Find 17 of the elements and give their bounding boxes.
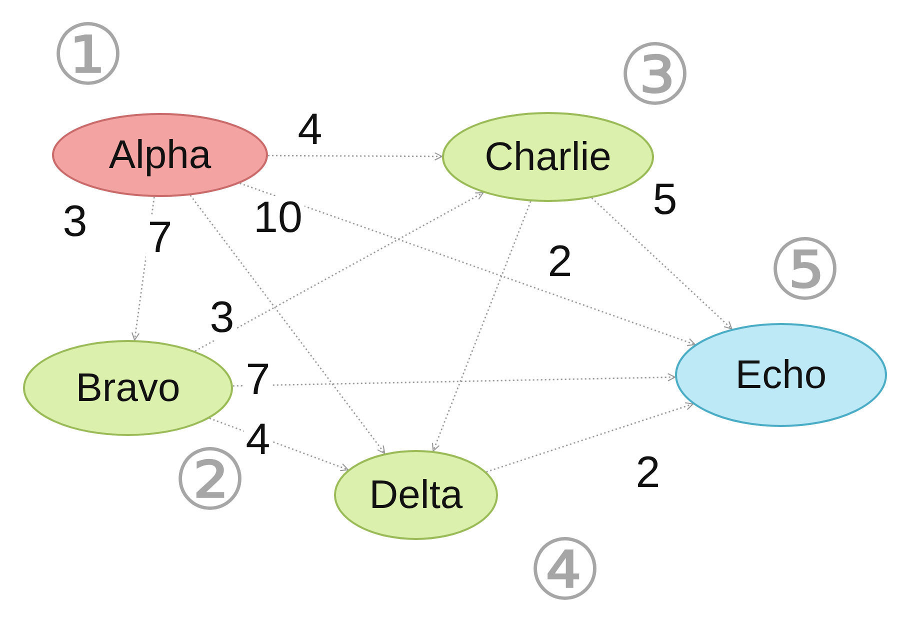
arrow bbox=[486, 402, 694, 473]
arrow bbox=[591, 197, 732, 330]
arrow bbox=[190, 194, 386, 454]
node-label: Bravo bbox=[76, 366, 180, 410]
node-label: Echo bbox=[735, 352, 827, 398]
arrow bbox=[432, 201, 532, 452]
step-number: ⑤ bbox=[767, 228, 843, 312]
arrow bbox=[268, 152, 443, 161]
node-label: Alpha bbox=[108, 132, 212, 178]
step-number: ① bbox=[50, 13, 126, 97]
arrow bbox=[194, 192, 484, 352]
step-number: ③ bbox=[617, 33, 693, 117]
arrow bbox=[232, 373, 676, 387]
node-label: Delta bbox=[369, 472, 463, 518]
node-label: Charlie bbox=[484, 134, 612, 180]
step-number: ④ bbox=[527, 528, 603, 612]
arrow bbox=[240, 182, 696, 346]
